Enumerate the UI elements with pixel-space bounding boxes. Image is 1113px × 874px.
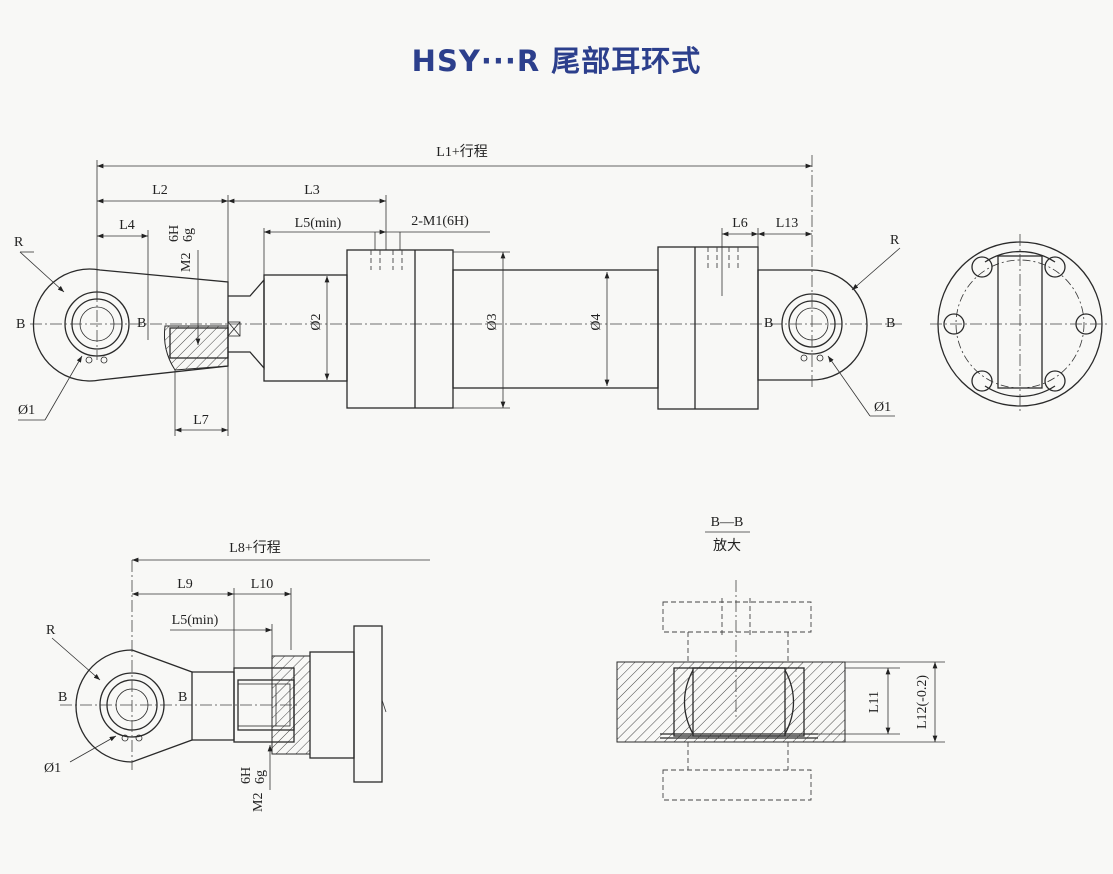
section-B-bottom-1: B [58, 690, 67, 705]
front-mount-view [51, 557, 430, 790]
dim-fit-label-bottom: 6H [239, 767, 254, 784]
dim-M2-label-bottom: M2 [251, 793, 266, 812]
dim-L5-label: L5(min) [295, 216, 342, 231]
dim-M2-label: M2 [179, 253, 194, 272]
dim-L6-label: L6 [732, 216, 748, 231]
section-bb-zoom: 放大 [713, 538, 741, 554]
dim-L7-label: L7 [193, 413, 209, 428]
section-B-left-1: B [16, 317, 25, 332]
section-B-right-1: B [764, 316, 773, 331]
section-bb-view [616, 580, 945, 801]
dia4-label: Ø4 [589, 313, 604, 330]
dim-L11-label: L11 [867, 691, 882, 713]
rear-eye-right [757, 269, 868, 381]
radius-label-bottom: R [46, 623, 56, 638]
section-B-right-2: B [886, 316, 895, 331]
dim-L1-label: L1+行程 [436, 144, 487, 160]
rod-eye-left [32, 268, 229, 382]
section-bb-title: B—B [711, 515, 744, 530]
section-B-bottom-2: B [178, 690, 187, 705]
dia1-label-bottom: Ø1 [44, 761, 61, 776]
dim-L3-label: L3 [304, 183, 320, 198]
page-title: HSY···R 尾部耳环式 [411, 44, 702, 78]
dim-fit-label: 6H [167, 225, 182, 242]
radius-label-left: R [14, 235, 24, 250]
dim-L13-label: L13 [776, 216, 799, 231]
dia1-label-left: Ø1 [18, 403, 35, 418]
radius-label-right: R [890, 233, 900, 248]
dim-L9-label: L9 [177, 577, 193, 592]
cylinder-main-view [18, 155, 905, 436]
dim-fit2-label: 6g [181, 228, 196, 242]
section-B-left-2: B [137, 316, 146, 331]
dim-fit2-label-bottom: 6g [253, 770, 268, 784]
flange-end-view [930, 234, 1110, 414]
dia3-label: Ø3 [485, 313, 500, 330]
dia2-label: Ø2 [309, 313, 324, 330]
dim-L2-label: L2 [152, 183, 168, 198]
dim-L4-label: L4 [119, 218, 135, 233]
dim-L10-label: L10 [251, 577, 274, 592]
dim-L5b-label: L5(min) [172, 613, 219, 628]
dim-L12-label: L12(-0.2) [915, 675, 930, 729]
dim-L8-label: L8+行程 [229, 540, 280, 556]
dim-M1-label: 2-M1(6H) [411, 214, 469, 229]
dia1-label-right: Ø1 [874, 400, 891, 415]
